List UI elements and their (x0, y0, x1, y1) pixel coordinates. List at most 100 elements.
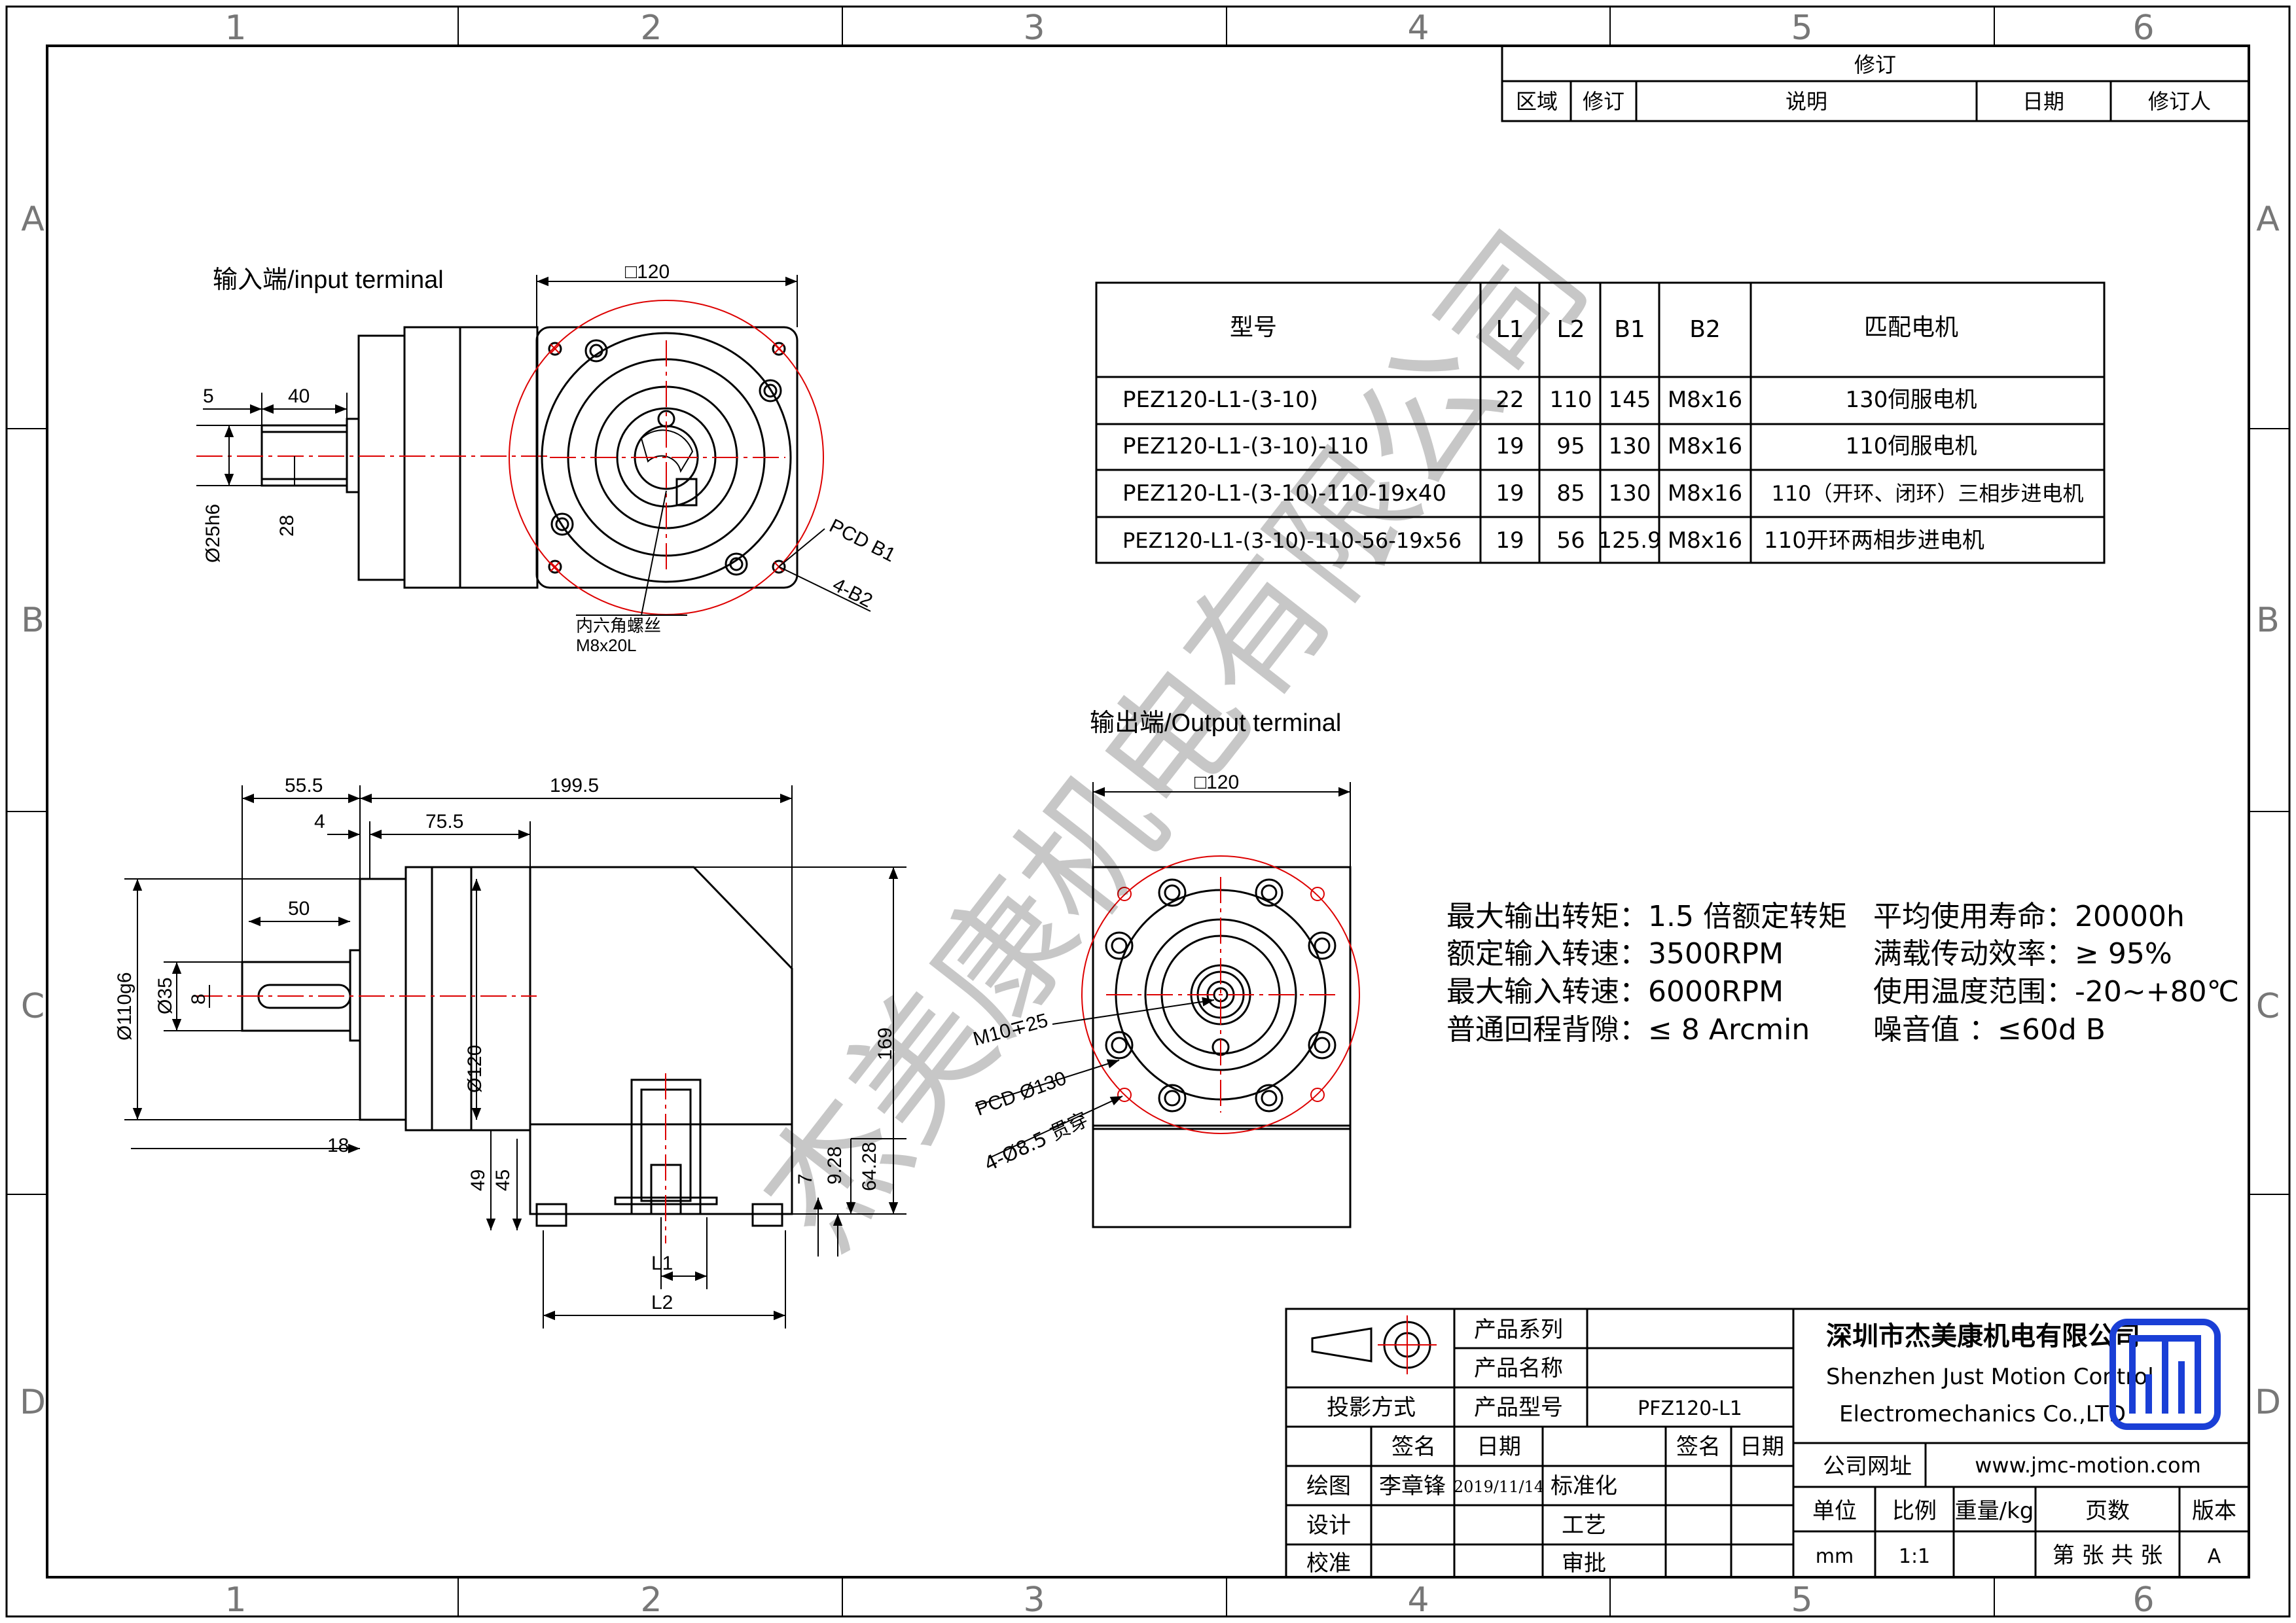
label-weight: 重量/kg (1955, 1498, 2034, 1524)
input-screw-size: M8x20L (576, 635, 637, 655)
revision-table: 修订 区域 修订 说明 日期 修订人 (1501, 45, 2250, 122)
spec-max-torque: 最大输出转矩：1.5 倍额定转矩 (1446, 900, 1847, 933)
input-side-view (196, 326, 550, 589)
input-front-square: □120 (625, 261, 670, 283)
label-design: 设计 (1306, 1512, 1351, 1539)
side-dim-199: 199.5 (550, 775, 599, 796)
col-label-1: 1 (224, 9, 246, 48)
label-version: 版本 (2192, 1498, 2236, 1524)
pages-value: 第 张 共 张 (2053, 1543, 2162, 1569)
input-dim-shaft: Ø25h6 (202, 504, 224, 563)
company-name-en-1: Shenzhen Just Motion Control (1826, 1364, 2154, 1390)
table-cell-l1: 19 (1496, 527, 1524, 554)
table-cell-model: PEZ120-L1-(3-10) (1122, 387, 1318, 413)
label-pages: 页数 (2085, 1498, 2130, 1524)
col-date-1: 日期 (1477, 1434, 1521, 1460)
revision-col-area: 区域 (1516, 89, 1558, 114)
row-label-b-r: B (2256, 601, 2280, 640)
input-b2: 4-B2 (829, 574, 876, 612)
side-dim-55: 55.5 (285, 775, 323, 796)
revision-col-rev: 修订 (1583, 89, 1624, 114)
company-logo (2109, 1319, 2221, 1430)
label-projection: 投影方式 (1327, 1395, 1416, 1421)
table-cell-b1: 125.9 (1598, 527, 1661, 554)
col-date-2: 日期 (1740, 1434, 1784, 1460)
specs-block: 最大输出转矩：1.5 倍额定转矩 额定输入转速：3500RPM 最大输入转速：6… (1446, 900, 2239, 1046)
side-view-dims (124, 785, 906, 1329)
table-cell-l2: 95 (1556, 433, 1585, 459)
side-dim-45: 45 (492, 1169, 514, 1191)
side-view-red (196, 995, 666, 1243)
table-cell-motor: 110伺服电机 (1846, 433, 1977, 459)
col-label-2b: 2 (640, 1580, 662, 1620)
company-name-en-2: Electromechanics Co.,LTD (1839, 1401, 2126, 1427)
frame-labels: 1 2 3 4 5 6 1 2 3 4 5 6 A B C D A B C D (20, 9, 2281, 1620)
side-dim-8: 8 (188, 993, 209, 1005)
table-header-model: 型号 (1230, 314, 1277, 341)
input-front-dims (536, 275, 871, 616)
unit-value: mm (1816, 1545, 1854, 1568)
col-label-6b: 6 (2132, 1580, 2154, 1620)
side-dim-50: 50 (288, 898, 310, 919)
col-sign-2: 签名 (1676, 1434, 1721, 1460)
row-label-b: B (21, 601, 45, 640)
table-cell-motor: 110（开环、闭环）三相步进电机 (1771, 481, 2083, 506)
revision-col-desc: 说明 (1785, 89, 1827, 114)
table-cell-b2: M8x16 (1668, 480, 1742, 507)
spec-backlash: 普通回程背隙：≤ 8 Arcmin (1446, 1013, 1810, 1046)
draw-date: 2019/11/14 (1454, 1478, 1544, 1496)
input-dim-40: 40 (288, 385, 310, 407)
output-view-dims (975, 782, 1351, 1159)
col-label-3: 3 (1023, 9, 1045, 48)
row-label-c: C (21, 987, 45, 1026)
output-view-red (1081, 855, 1360, 1134)
row-label-d: D (20, 1383, 46, 1422)
side-dim-110: Ø110g6 (114, 972, 135, 1041)
col-label-4b: 4 (1407, 1580, 1429, 1620)
side-dim-169: 169 (874, 1027, 896, 1060)
drawer-name: 李章锋 (1379, 1473, 1446, 1499)
label-website: 公司网址 (1823, 1454, 1912, 1480)
col-label-3b: 3 (1023, 1580, 1045, 1620)
side-dim-4: 4 (314, 811, 325, 832)
input-screw-label: 内六角螺丝 (576, 616, 661, 636)
table-header-b2: B2 (1689, 316, 1721, 343)
revision-col-reviser: 修订人 (2148, 89, 2211, 114)
side-dim-18: 18 (327, 1135, 349, 1156)
table-cell-model: PEZ120-L1-(3-10)-110-56-19x56 (1122, 528, 1462, 553)
label-scale: 比例 (1892, 1498, 1937, 1524)
input-side-dims (196, 393, 348, 486)
label-standard: 标准化 (1551, 1473, 1617, 1499)
version-value: A (2208, 1545, 2221, 1568)
table-header-l2: L2 (1557, 316, 1585, 343)
table-cell-motor: 110开环两相步进电机 (1764, 527, 1984, 554)
row-label-d-r: D (2255, 1383, 2281, 1422)
table-row: PEZ120-L1-(3-10) 22 110 145 M8x16 130伺服电… (1122, 387, 1977, 413)
table-cell-motor: 130伺服电机 (1846, 387, 1977, 413)
side-dim-928: 9.28 (824, 1147, 846, 1185)
table-header-b1: B1 (1614, 316, 1645, 343)
label-process: 工艺 (1562, 1512, 1606, 1539)
input-pcd-b1: PCD B1 (826, 515, 899, 567)
table-cell-l1: 19 (1496, 433, 1524, 459)
label-unit: 单位 (1812, 1498, 1857, 1524)
output-holes: 4-Ø8.5 贯穿 (981, 1108, 1092, 1176)
spec-rated-speed: 额定输入转速：3500RPM (1446, 937, 1784, 971)
label-series: 产品系列 (1474, 1317, 1563, 1343)
sheet-frame (5, 5, 2291, 1618)
input-dim-5: 5 (203, 385, 214, 407)
output-terminal-label: 输出端/Output terminal (1090, 709, 1341, 737)
company-watermark: 杰美康机电有限公司 (730, 204, 1619, 1277)
col-label-6: 6 (2132, 9, 2154, 48)
side-dim-6428: 64.28 (859, 1142, 880, 1191)
input-dim-28: 28 (276, 515, 298, 537)
table-cell-b2: M8x16 (1668, 387, 1742, 413)
table-header-motor: 匹配电机 (1864, 314, 1958, 341)
output-square: □120 (1194, 772, 1239, 793)
col-label-5: 5 (1791, 9, 1812, 48)
table-cell-l1: 19 (1496, 480, 1524, 507)
row-label-a-r: A (2256, 200, 2280, 239)
title-block: 产品系列 产品名称 产品型号 投影方式 PFZ120-L1 签名 日期 签名 日… (1285, 1308, 2250, 1578)
product-model-value: PFZ120-L1 (1638, 1397, 1742, 1420)
